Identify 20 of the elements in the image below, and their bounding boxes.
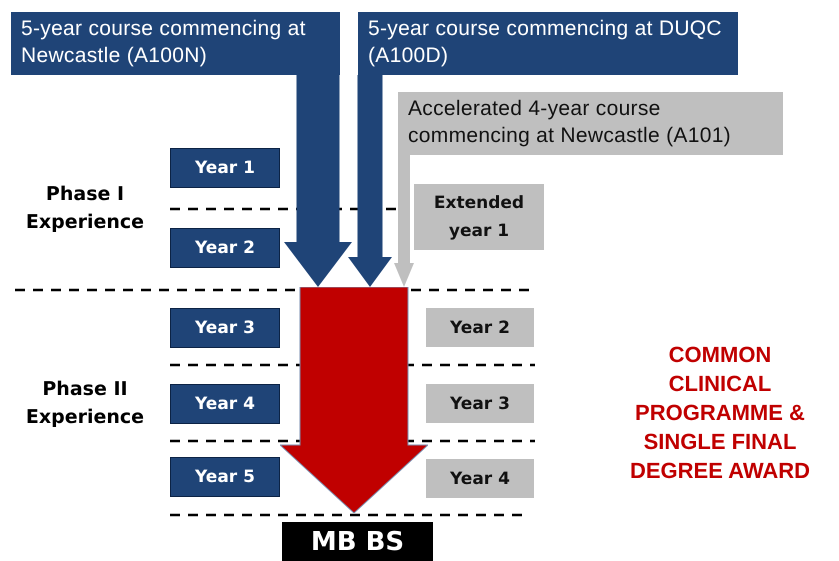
degree-box: MB BS [282, 522, 433, 561]
block-arrow [280, 287, 428, 513]
year-box: Year 3 [170, 308, 280, 348]
year-box: Year 5 [170, 457, 280, 497]
course-banner: 5-year course commencing at Newcastle (A100N) [11, 12, 340, 75]
phase-label: Phase I Experience [24, 182, 146, 235]
year-box: Year 4 [426, 459, 534, 498]
arrow [284, 75, 352, 287]
arrow [394, 155, 414, 287]
course-banner: Accelerated 4-year course commencing at Newcastle (A101) [398, 92, 783, 155]
year-box: Extended year 1 [414, 184, 544, 250]
year-box: Year 2 [426, 308, 534, 347]
programme-note: COMMON CLINICAL PROGRAMME & SINGLE FINAL DEGREE AWARD [628, 341, 812, 485]
arrow [348, 75, 392, 287]
year-box: Year 2 [170, 228, 280, 268]
year-box: Year 4 [170, 384, 280, 424]
year-box: Year 3 [426, 384, 534, 423]
course-banner: 5-year course commencing at DUQC (A100D) [358, 12, 738, 75]
phase-label: Phase II Experience [24, 377, 146, 430]
year-box: Year 1 [170, 148, 280, 188]
